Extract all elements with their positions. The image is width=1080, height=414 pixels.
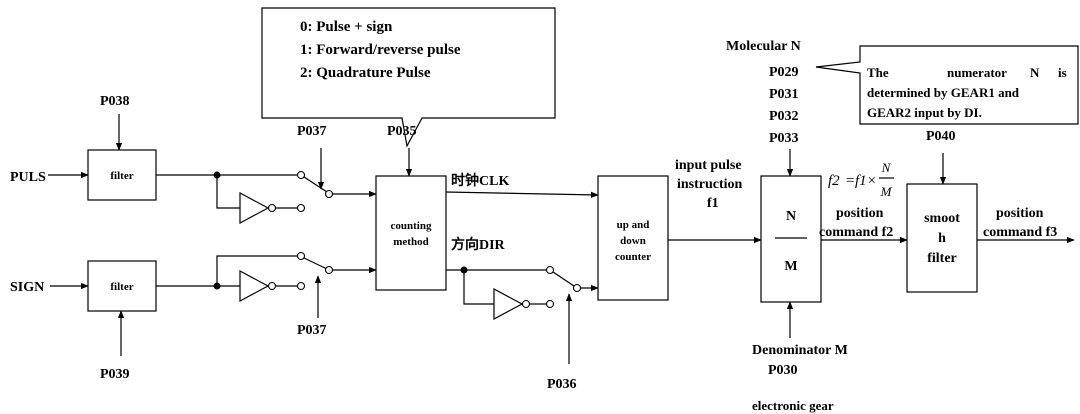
- gear-denominator: M: [784, 259, 797, 274]
- param-p035: P035: [387, 124, 417, 139]
- switch-top-blade: [303, 176, 328, 193]
- switch-dir-contact-a: [545, 265, 555, 275]
- formula-rhs: f1×: [855, 173, 877, 189]
- switch-bottom-blade: [303, 257, 328, 270]
- mode-callout: 0: Pulse + sign 1: Forward/reverse pulse…: [261, 7, 556, 148]
- counting-label-2: method: [393, 236, 428, 248]
- f1-label-2: instruction: [677, 177, 743, 192]
- counting-label-1: counting: [391, 220, 432, 232]
- up-down-counter-block: [597, 175, 669, 301]
- param-p038: P038: [100, 94, 130, 109]
- dir-inverter-branch: [463, 270, 494, 305]
- formula-den: M: [880, 184, 893, 199]
- inverter-bottom: [239, 269, 270, 303]
- formula-lhs: f2: [828, 173, 840, 189]
- switch-top-pivot: [324, 189, 334, 199]
- inverter-top: [239, 191, 270, 225]
- f3-label-1: position: [996, 206, 1044, 221]
- smooth-label-2: h: [938, 231, 946, 246]
- f3-label-2: command f3: [983, 225, 1057, 240]
- sign-input-label: SIGN: [10, 280, 44, 295]
- mode-option-1: 1: Forward/reverse pulse: [300, 42, 461, 58]
- f2-label-2: command f2: [819, 225, 893, 240]
- dir-label: 方向DIR: [451, 236, 506, 253]
- smooth-filter-block: [906, 183, 978, 293]
- counter-label-2: down: [620, 235, 646, 247]
- inverter-dir-bubble: [521, 299, 531, 309]
- param-p039: P039: [100, 367, 130, 382]
- param-p033: P033: [769, 131, 799, 146]
- formula-eq: =: [845, 173, 855, 189]
- smooth-label-3: filter: [927, 251, 957, 266]
- inverter-dir: [493, 287, 524, 321]
- switch-dir-pivot: [572, 283, 582, 293]
- filter-top-label: filter: [110, 170, 133, 182]
- switch-bottom-pivot: [324, 265, 334, 275]
- denominator-m-label: Denominator M: [752, 343, 848, 358]
- puls-input-label: PULS: [10, 170, 46, 185]
- switch-bottom-contact-b: [296, 281, 306, 291]
- switch-bottom-contact-a: [296, 251, 306, 261]
- param-p040: P040: [926, 129, 956, 144]
- puls-inverter-branch: [216, 175, 240, 209]
- param-p037-top: P037: [297, 124, 327, 139]
- switch-dir-blade: [552, 271, 575, 287]
- note-word: is: [1058, 65, 1067, 80]
- note-word: The: [867, 65, 889, 80]
- param-p032: P032: [769, 109, 799, 124]
- molecular-n-label: Molecular N: [726, 39, 801, 54]
- note-word: numerator: [947, 65, 1007, 80]
- note-word: N: [1030, 65, 1040, 80]
- inverter-bottom-bubble: [267, 281, 277, 291]
- smooth-label-1: smoot: [924, 211, 960, 226]
- electronic-gear-label: electronic gear: [752, 398, 834, 413]
- param-p037-bottom: P037: [297, 323, 327, 338]
- switch-top-contact-a: [296, 170, 306, 180]
- numerator-note: The numerator N is determined by GEAR1 a…: [815, 45, 1079, 125]
- gear-numerator: N: [786, 209, 796, 224]
- f1-label-3: f1: [707, 196, 719, 211]
- param-p031: P031: [769, 87, 799, 102]
- counter-label-3: counter: [615, 251, 651, 263]
- inverter-top-bubble: [267, 203, 277, 213]
- note-line: GEAR2 input by DI.: [867, 105, 982, 120]
- counting-method-block: [375, 175, 447, 291]
- counter-label-1: up and: [617, 219, 650, 231]
- f1-label-1: input pulse: [675, 158, 742, 173]
- param-p029: P029: [769, 65, 799, 80]
- clk-label: 时钟CLK: [451, 172, 509, 189]
- mode-option-2: 2: Quadrature Pulse: [300, 65, 431, 81]
- electronic-gear-block: [760, 175, 822, 303]
- gear-formula: f2 = f1× N M: [828, 160, 894, 199]
- mode-option-0: 0: Pulse + sign: [300, 19, 393, 35]
- formula-num: N: [881, 160, 892, 175]
- switch-top-contact-b: [296, 203, 306, 213]
- note-line: determined by GEAR1 and: [867, 85, 1020, 100]
- f2-label-1: position: [836, 206, 884, 221]
- sign-direct-branch: [216, 255, 297, 286]
- param-p036: P036: [547, 377, 577, 392]
- switch-dir-contact-b: [545, 299, 555, 309]
- filter-bottom-label: filter: [110, 281, 133, 293]
- param-p030: P030: [768, 363, 798, 378]
- clk-arrow: [445, 191, 599, 199]
